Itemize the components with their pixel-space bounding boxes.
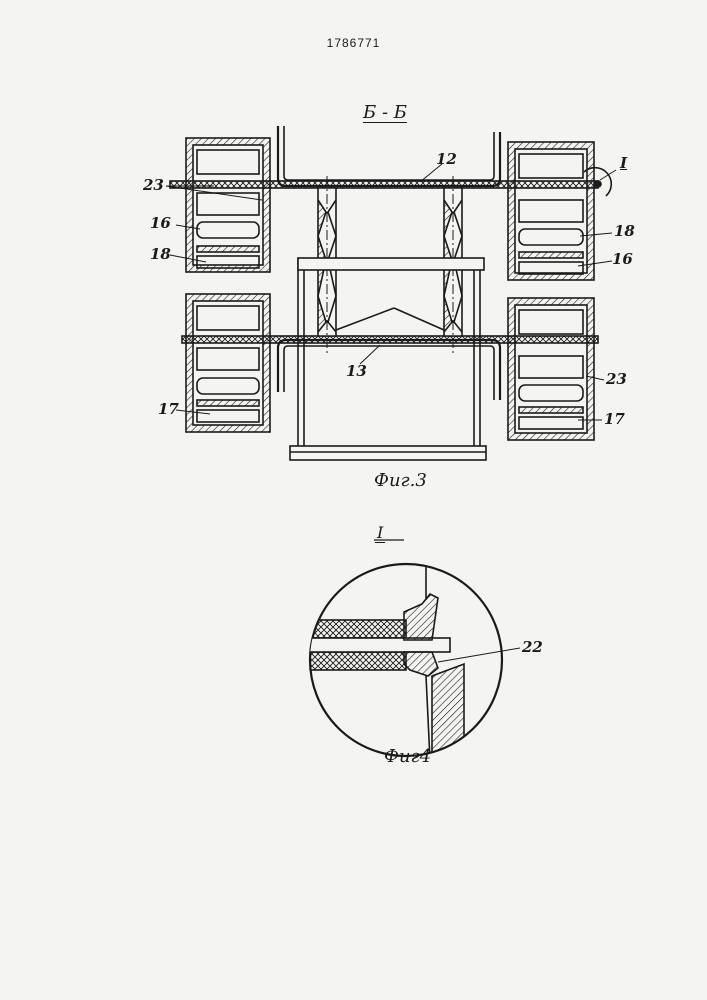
upper-channel xyxy=(278,126,500,186)
middle-crossbar xyxy=(298,258,484,270)
lower-rod xyxy=(182,336,598,343)
figure3-caption: Фиг.3 xyxy=(374,470,427,491)
figure3-drawing xyxy=(166,126,616,460)
callout-13: 13 xyxy=(346,362,367,380)
left-bottom-box xyxy=(186,294,270,432)
figure4-detail-label: I xyxy=(375,524,385,543)
callout-22: 22 xyxy=(522,638,543,656)
callout-23-right: 23 xyxy=(606,370,627,388)
callout-17-left: 17 xyxy=(158,400,179,418)
callout-17-right: 17 xyxy=(604,410,625,428)
figure4-drawing xyxy=(300,540,520,760)
figure4-caption: Фиг4 xyxy=(384,746,431,767)
right-top-box xyxy=(508,142,594,280)
vertical-columns xyxy=(298,176,480,446)
callout-18-left: 18 xyxy=(150,245,171,263)
callout-18-right: 18 xyxy=(614,222,635,240)
callout-16-left: 16 xyxy=(150,214,171,232)
callout-23-left: 23 xyxy=(143,176,164,194)
base-plate xyxy=(290,446,486,460)
left-top-box xyxy=(186,138,270,272)
callout-12: 12 xyxy=(436,150,457,168)
lower-channel xyxy=(278,340,500,400)
right-bottom-box xyxy=(508,298,594,440)
detail-marker: I xyxy=(620,154,627,172)
upper-rod xyxy=(170,181,598,188)
callout-16-right: 16 xyxy=(612,250,633,268)
